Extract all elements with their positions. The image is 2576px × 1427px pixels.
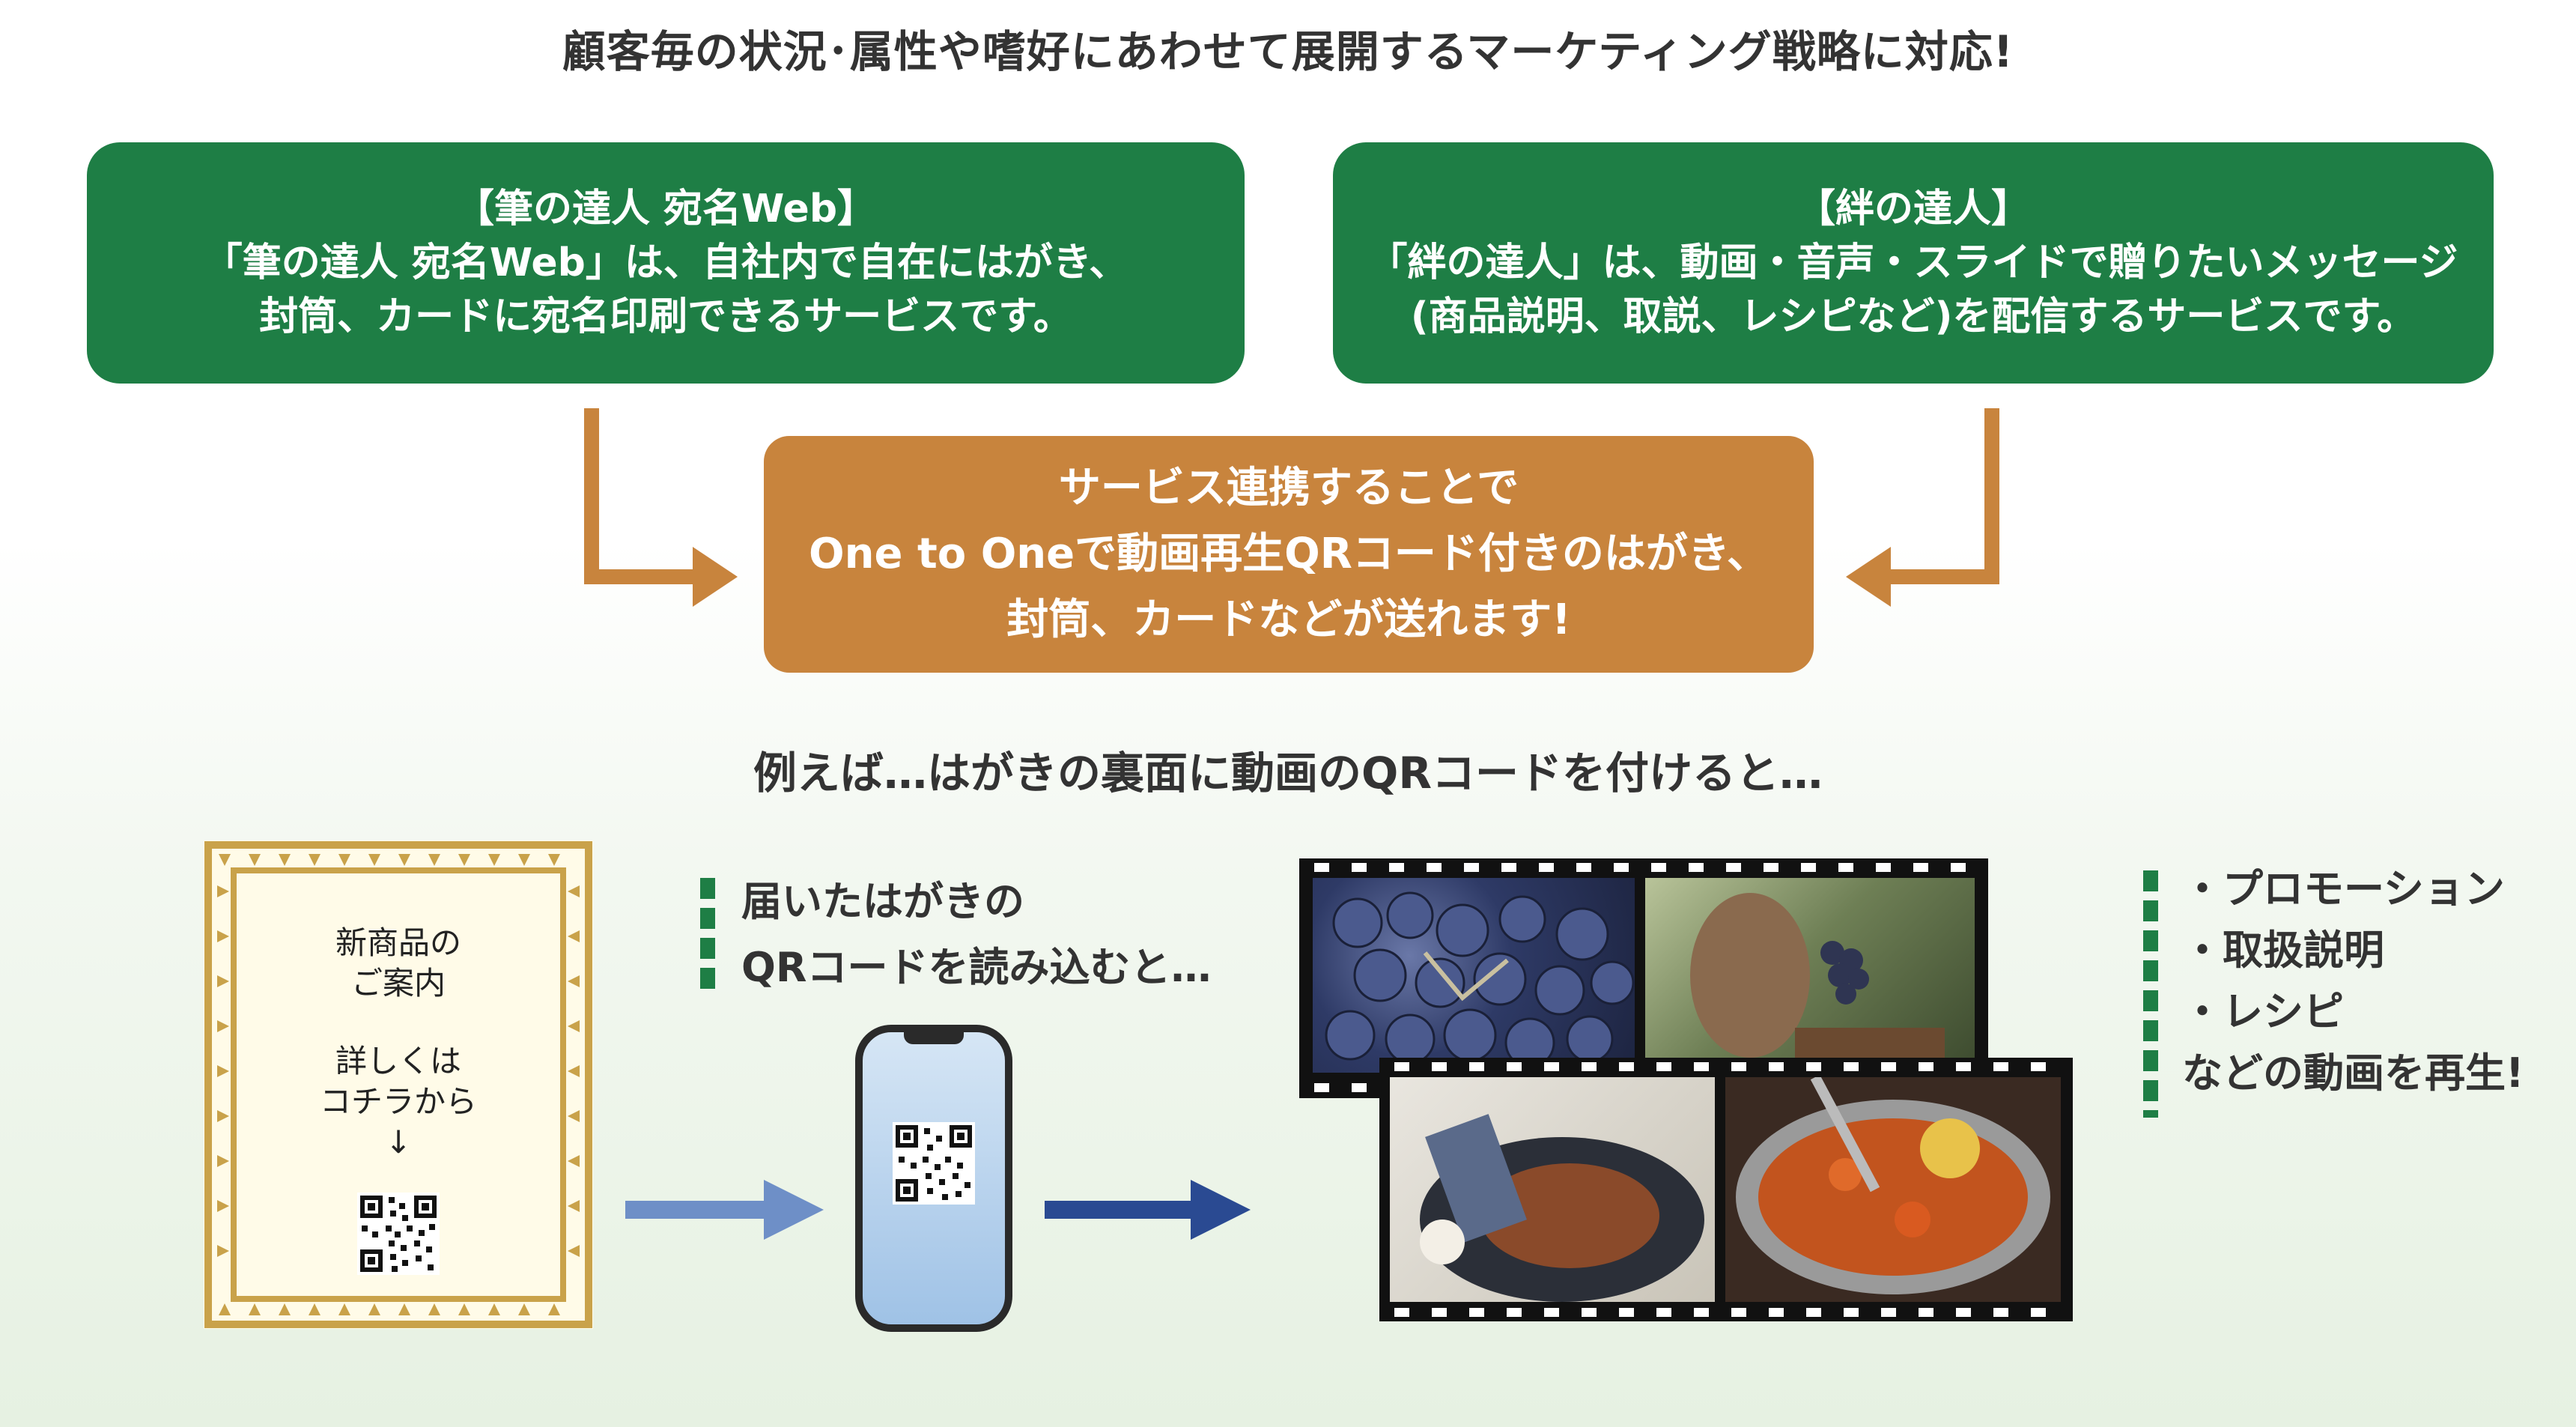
qr-code-icon [357, 1193, 440, 1275]
cooking-illustration [1420, 1114, 1704, 1302]
scan-note-line2: QRコードを読み込むと… [741, 944, 1212, 991]
video-type-recipe: ・レシピ [2182, 988, 2344, 1035]
photo-grapes [1313, 878, 1635, 1073]
video-types-note-bar [2143, 870, 2158, 1118]
smartphone-icon [855, 1025, 1012, 1332]
video-type-promotion: ・プロモーション [2182, 865, 2505, 912]
fude-box-line1: 「筆の達人 宛名Web」は、自社内で自在にはがき、 [203, 240, 1128, 285]
service-link-line1: サービス連携することで [1058, 464, 1519, 512]
postcard-border-pattern [204, 841, 592, 1328]
postcard-line3: 詳しくは [335, 1043, 461, 1079]
video-type-manual: ・取扱説明 [2182, 927, 2384, 974]
fude-box-title: 【筆の達人 宛名Web】 [455, 187, 877, 231]
example-title: 例えば…はがきの裏面に動画のQRコードを付けると… [753, 748, 1823, 799]
soup-illustration [1736, 1077, 2050, 1294]
right-arrow-head-icon [1846, 547, 1891, 607]
headline: 顧客毎の状況･属性や嗜好にあわせて展開するマーケティング戦略に対応! [562, 26, 2014, 77]
left-arrow-head-icon [693, 547, 738, 607]
video-types-note: ・プロモーション ・取扱説明 ・レシピ などの動画を再生! [2143, 858, 2563, 1118]
film-perforations-bottom [1394, 1062, 2046, 1317]
phone-notch [904, 1032, 964, 1044]
postcard-line4: コチラから [319, 1083, 477, 1120]
arrow-right-icon [625, 1180, 824, 1240]
arrow-right-dark-icon [1045, 1180, 1251, 1240]
postcard-illustration: 新商品の ご案内 詳しくは コチラから ↓ [204, 840, 593, 1329]
phone-qr-code-icon [893, 1122, 975, 1205]
service-link-line3: 封筒、カードなどが送れます! [1006, 596, 1571, 644]
service-link-box: サービス連携することで One to Oneで動画再生QRコード付きのはがき、 … [764, 436, 1814, 673]
scan-note-line1: 届いたはがきの [741, 878, 1024, 925]
photo-soup [1725, 1077, 2061, 1302]
postcard-line2: ご案内 [350, 965, 446, 1002]
grapes-illustration [1325, 891, 1635, 1068]
postcard-line1: 新商品の [335, 924, 461, 961]
kizuna-box-title: 【絆の達人】 [1796, 187, 2030, 231]
harvest-illustration [1690, 893, 1945, 1073]
kizuna-no-tatsujin-box: 【絆の達人】 「絆の達人」は、動画・音声・スライドで贈りたいメッセージ (商品説… [1333, 142, 2494, 384]
scan-note: 届いたはがきの QRコードを読み込むと… [700, 869, 1269, 1001]
fude-box-line2: 封筒、カードに宛名印刷できるサービスです。 [259, 294, 1072, 339]
kizuna-box-line2: (商品説明、取説、レシピなど)を配信するサービスです。 [1410, 294, 2416, 339]
photo-grape-harvest [1645, 878, 1975, 1073]
right-elbow-arrow-icon [1887, 408, 1999, 584]
left-elbow-arrow-icon [584, 408, 696, 584]
scan-note-bar [700, 878, 715, 998]
photo-grating-cheese [1390, 1077, 1715, 1302]
service-link-line2: One to Oneで動画再生QRコード付きのはがき、 [809, 530, 1769, 578]
film-strip-bottom [1379, 1058, 2073, 1321]
fude-no-tatsujin-box: 【筆の達人 宛名Web】 「筆の達人 宛名Web」は、自社内で自在にはがき、 封… [87, 142, 1245, 384]
film-perforations-top [1314, 863, 1966, 872]
kizuna-box-line1: 「絆の達人」は、動画・音声・スライドで贈りたいメッセージ [1368, 240, 2458, 285]
video-play-text: などの動画を再生! [2182, 1049, 2524, 1097]
postcard-down-arrow: ↓ [385, 1124, 412, 1160]
